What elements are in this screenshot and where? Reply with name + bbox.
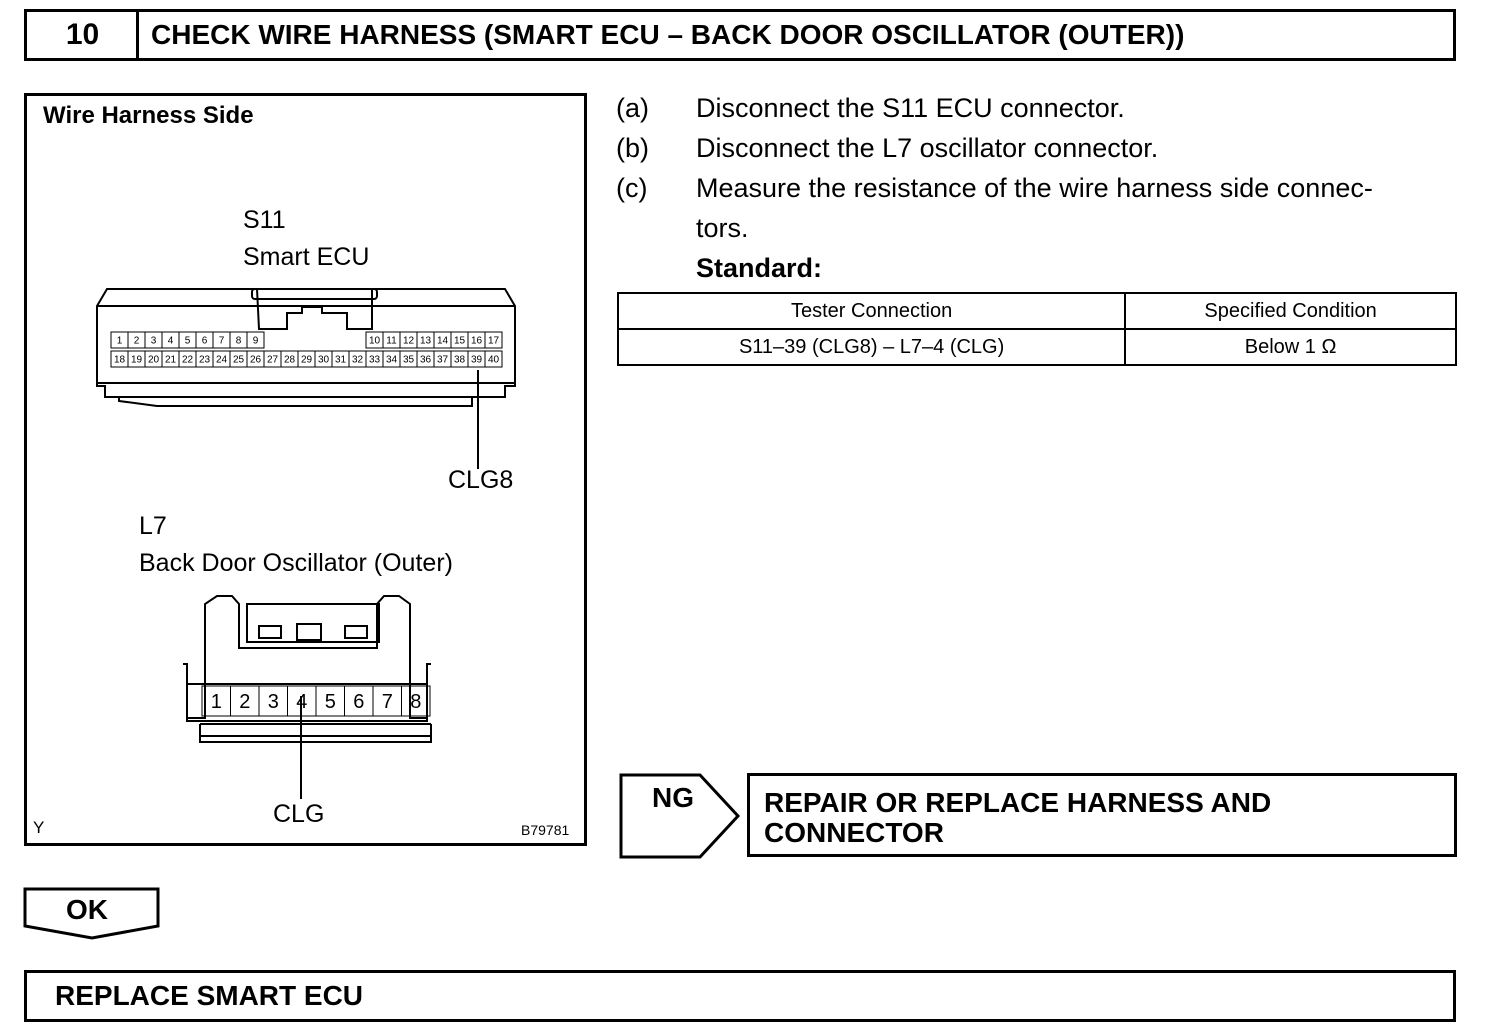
step-number: 10	[24, 9, 138, 61]
pin-number: 5	[185, 336, 191, 347]
pin-number: 21	[165, 355, 177, 366]
pin-number: 24	[216, 355, 228, 366]
pin-number: 36	[420, 355, 432, 366]
ng-action-line2: CONNECTOR	[764, 817, 944, 848]
s11-connector-outline	[96, 288, 516, 407]
step-a: (a) Disconnect the S11 ECU connector.	[616, 88, 1466, 128]
pin-number: 13	[420, 336, 432, 347]
table-row: S11–39 (CLG8) – L7–4 (CLG) Below 1 Ω	[616, 328, 1457, 366]
procedure-steps: (a) Disconnect the S11 ECU connector. (b…	[616, 88, 1466, 288]
ng-label: NG	[652, 782, 694, 813]
l7-code: L7	[139, 512, 167, 540]
figure-corner-mark: Y	[33, 818, 45, 837]
pin-number: 4	[168, 336, 174, 347]
ok-arrow-box	[23, 887, 160, 940]
column-header: Specified Condition	[1124, 292, 1457, 330]
step-c-text: Measure the resistance of the wire harne…	[696, 173, 1373, 243]
l7-connector-outline	[183, 595, 432, 743]
pin-number: 3	[268, 691, 279, 713]
pin-number: 10	[369, 336, 381, 347]
pin-number: 1	[117, 336, 123, 347]
pin-number: 9	[253, 336, 259, 347]
step-c: (c) Measure the resistance of the wire h…	[616, 168, 1466, 248]
step-a-text: Disconnect the S11 ECU connector.	[696, 93, 1125, 123]
pin-number: 29	[301, 355, 313, 366]
pin-number: 11	[386, 336, 397, 347]
pin-cell	[401, 685, 431, 717]
pin-number: 7	[219, 336, 225, 347]
pin-cell	[484, 331, 503, 349]
pin-number: 37	[437, 355, 449, 366]
column-header: Tester Connection	[616, 292, 1127, 330]
pin-number: 15	[454, 336, 466, 347]
pin-number: 22	[182, 355, 194, 366]
pin-cell	[484, 350, 503, 368]
final-action-box: REPLACE SMART ECU	[24, 970, 1456, 1022]
pin-number: 39	[471, 355, 483, 366]
pin-number: 32	[352, 355, 364, 366]
pin-number: 7	[382, 691, 393, 713]
figure-id: B79781	[521, 822, 570, 838]
pin-number: 1	[211, 691, 222, 713]
l7-name: Back Door Oscillator (Outer)	[139, 549, 453, 577]
pin-number: 19	[131, 355, 143, 366]
pin-number: 20	[148, 355, 160, 366]
pin-number: 8	[236, 336, 242, 347]
pin-number: 17	[488, 336, 500, 347]
clg-callout: CLG	[273, 800, 325, 828]
ok-label: OK	[66, 894, 108, 925]
pin-number: 25	[233, 355, 245, 366]
pin-number: 2	[134, 336, 140, 347]
pin-number: 8	[410, 691, 421, 713]
pin-number: 40	[488, 355, 500, 366]
step-c-label: (c)	[616, 173, 648, 203]
figure-title: Wire Harness Side	[43, 102, 254, 129]
pin-number: 27	[267, 355, 279, 366]
spec-table: Tester Connection Specified Condition S1…	[616, 292, 1457, 366]
l7-label: L7 Back Door Oscillator (Outer)	[139, 508, 453, 582]
table-header-row: Tester Connection Specified Condition	[616, 292, 1457, 330]
pin-number: 16	[471, 336, 483, 347]
s11-name: Smart ECU	[243, 243, 370, 271]
standard-label: Standard:	[696, 253, 823, 283]
pin-number: 33	[369, 355, 381, 366]
pin-number: 18	[114, 355, 126, 366]
pin-number: 23	[199, 355, 211, 366]
pin-cell	[246, 331, 265, 349]
pin-number: 14	[437, 336, 449, 347]
pin-number: 35	[403, 355, 415, 366]
pin-number: 34	[386, 355, 398, 366]
pin-number: 3	[151, 336, 157, 347]
clg8-callout: CLG8	[448, 466, 514, 494]
pin-number: 38	[454, 355, 466, 366]
step-b: (b) Disconnect the L7 oscillator connect…	[616, 128, 1466, 168]
pin-number: 6	[202, 336, 208, 347]
pin-number: 12	[403, 336, 415, 347]
s11-code: S11	[243, 206, 286, 234]
ng-arrow-box	[619, 773, 741, 859]
step-b-text: Disconnect the L7 oscillator connector.	[696, 133, 1159, 163]
pin-number: 26	[250, 355, 262, 366]
step-a-label: (a)	[616, 93, 649, 123]
step-b-label: (b)	[616, 133, 649, 163]
step-title: CHECK WIRE HARNESS (SMART ECU – BACK DOO…	[136, 9, 1456, 61]
pin-number: 31	[335, 355, 347, 366]
pin-number: 28	[284, 355, 296, 366]
s11-label: S11 Smart ECU	[243, 202, 369, 276]
specified-condition-cell: Below 1 Ω	[1124, 328, 1457, 366]
tester-connection-cell: S11–39 (CLG8) – L7–4 (CLG)	[616, 328, 1127, 366]
ng-action-box: REPAIR OR REPLACE HARNESS AND CONNECTOR	[747, 773, 1457, 857]
ng-action-line1: REPAIR OR REPLACE HARNESS AND	[764, 787, 1272, 818]
pin-number: 30	[318, 355, 330, 366]
pin-number: 6	[353, 691, 364, 713]
pin-number: 2	[239, 691, 250, 713]
pin-number: 5	[325, 691, 336, 713]
